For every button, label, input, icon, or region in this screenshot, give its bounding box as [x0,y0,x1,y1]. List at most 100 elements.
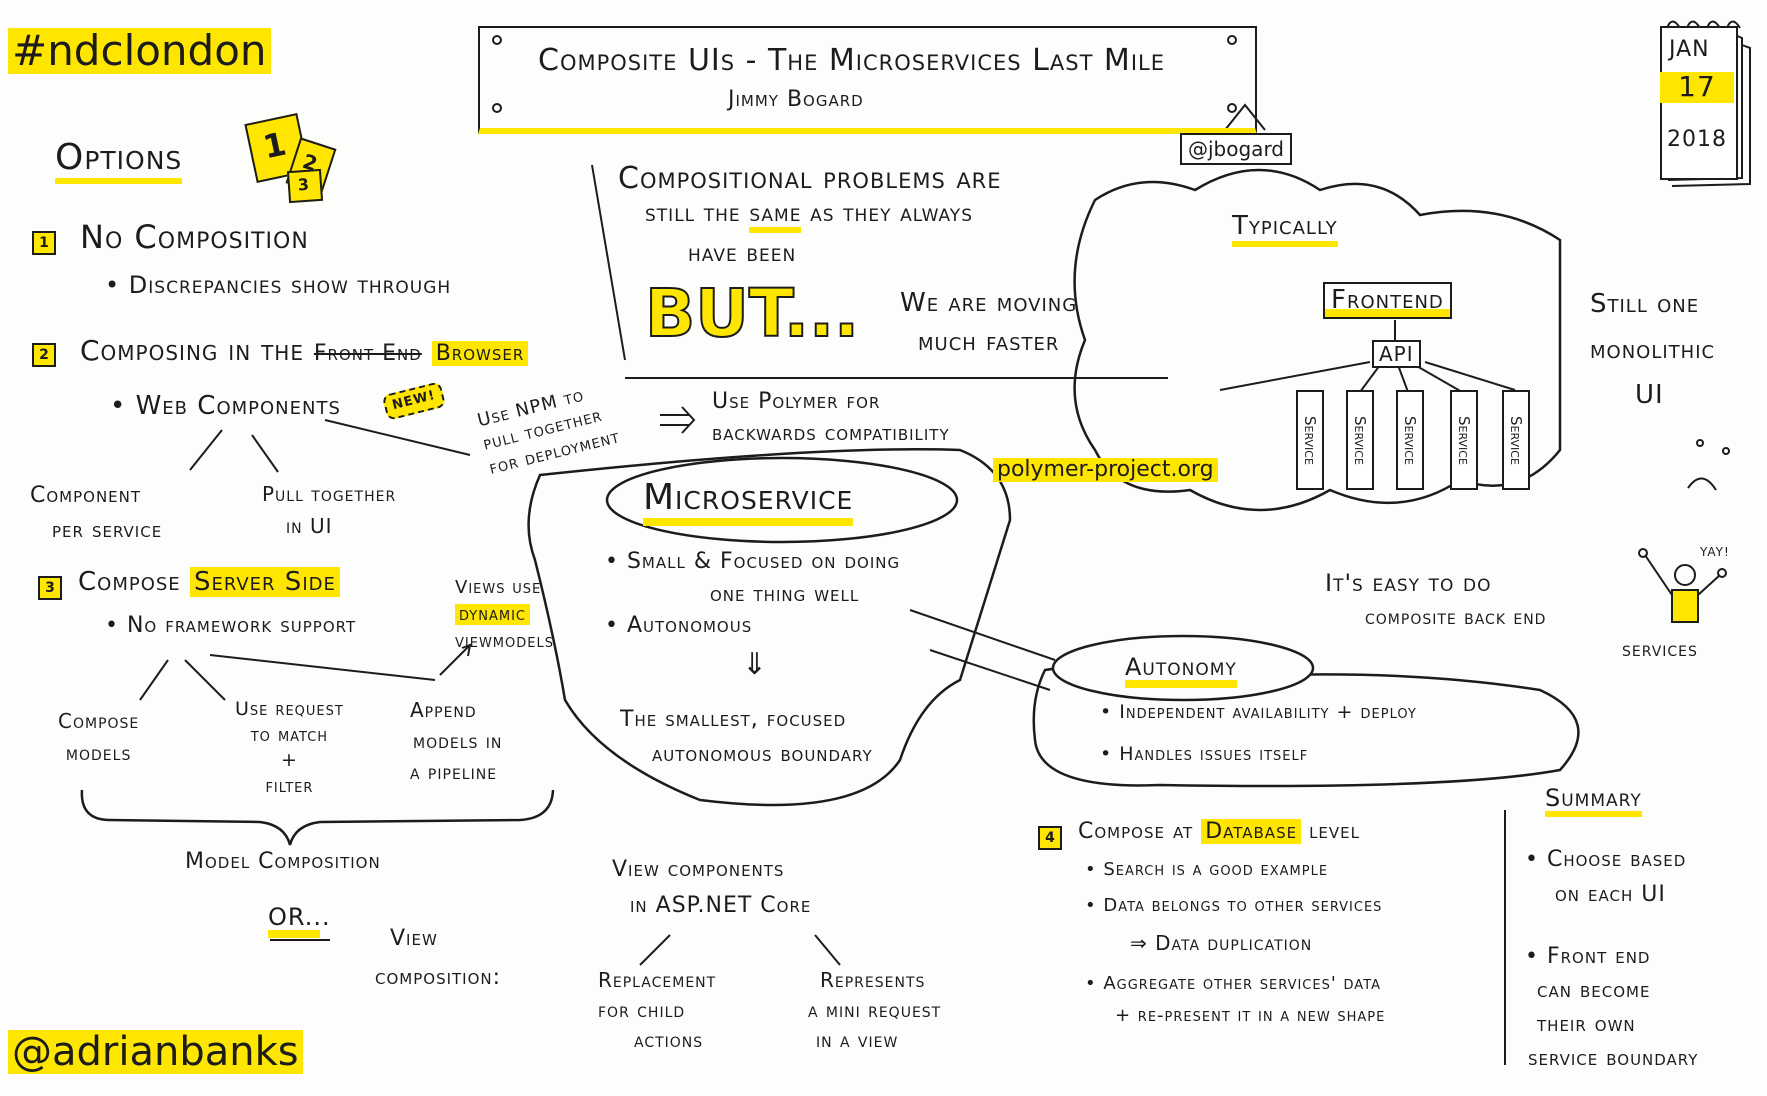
microservice-bullet-1-line-2: one thing well [710,582,860,607]
option-2-bullet: • Web Components [110,391,341,421]
monolith-line-3: UI [1635,380,1664,410]
polymer-line-1: Use Polymer for [712,389,881,414]
api-box: API [1372,340,1421,368]
summary-bullet-1-line-2: on each UI [1555,882,1666,908]
microservice-heading-oval [605,456,959,544]
compose-models-line-1: Compose [58,709,140,733]
monolith-note: Still one monolithic UI [1590,282,1715,419]
options-heading: Options [55,138,183,184]
branch-use-request: Use request to match + filter [235,697,344,800]
vc-represents-line-2: a mini request [808,998,942,1022]
summary-bullet-1-line-1: • Choose based [1525,847,1687,872]
polymer-link[interactable]: polymer-project.org [993,457,1218,483]
branch-append-models: Append models in a pipeline [410,695,502,788]
moving-faster: We are moving much faster [900,284,1077,362]
typically-heading: Typically [1232,212,1338,247]
vc-replacement-line-3: actions [634,1028,704,1052]
calendar-year: 2018 [1667,127,1727,152]
microservice-heading: Microservice [643,478,854,526]
summary-bullet-2-line-2: can become [1537,978,1651,1004]
option-1-bullet: • Discrepancies show through [105,271,452,299]
compose-models-line-2: models [65,741,132,765]
option-2-title-b: Browser [431,341,529,366]
vc-replacement-line-2: for child [598,998,686,1022]
append-models-line-1: Append [410,698,477,722]
option-1-number: 1 [32,231,56,255]
problems-line-2: still the same as they always [645,199,973,233]
option-4-title-b: level [1309,819,1361,844]
views-note-line-2: dynamic [455,604,530,625]
view-composition-line-1: View [390,926,438,951]
views-note-line-3: viewmodels [455,631,554,652]
summary-bullet-2-line-3: their own [1537,1012,1636,1038]
summary-bullet-2: • Front end can become their own service… [1525,940,1698,1076]
service-box-3: Service [1396,390,1424,490]
service-box-4: Service [1450,390,1478,490]
view-composition-line-2: composition: [375,964,502,990]
artist-credit: @adrianbanks [8,1030,303,1074]
calendar-month: JAN [1669,37,1710,62]
moving-line-1: We are moving [900,288,1078,318]
option-4-bullet-3-sub: + re-present it in a new shape [1115,1005,1386,1026]
component-per-service-line-2: per service [52,518,163,544]
option-3-title-a: Compose [78,567,181,597]
summary-bullet-2-line-1: • Front end [1525,944,1651,969]
speaker-handle: @jbogard [1180,133,1293,165]
pull-together-line-2: in UI [286,514,333,538]
microservice-bullet-1-line-1: • Small & Focused on doing [605,549,901,574]
vc-represents-line-3: in a view [816,1028,899,1052]
option-4-bullet-2-sub: ⇒ Data duplication [1130,931,1313,955]
view-composition: View composition: [375,920,501,997]
option-4-number: 4 [1038,826,1062,850]
option-2-title: Composing in the Front End Browser [80,335,529,367]
calendar-day: 17 [1660,71,1734,103]
option-4-title-hl: Database [1201,819,1302,844]
problems-line-2-hl: same [749,199,802,233]
polymer-line-2: backwards compatibility [712,420,950,446]
use-request-line-4: filter [265,774,314,797]
microservice-result-line-2: autonomous boundary [652,742,873,768]
vc-replacement-line-1: Replacement [598,968,717,992]
component-per-service-line-1: Component [30,483,142,508]
option-card-number: 1 [259,124,291,167]
easy-line-2: composite back end [1365,605,1547,630]
option-card-number-3: 3 [297,174,311,195]
use-request-line-3: + [280,749,298,772]
use-request-line-1: Use request [235,698,344,720]
microservice-result: The smallest, focused autonomous boundar… [620,702,873,772]
calendar [1660,26,1738,180]
option-4-bullet-3: • Aggregate other services' data [1085,973,1382,994]
service-box-5: Service [1502,390,1530,490]
use-request-line-2: to match [250,723,329,746]
option-3-bullet: • No framework support [105,613,357,638]
append-models-line-3: a pipeline [410,760,498,784]
microservice-bullet-1: • Small & Focused on doing one thing wel… [605,545,900,611]
summary-bullet-2-line-4: service boundary [1528,1046,1699,1072]
problems-line-3: have been [688,239,797,267]
problems-line-2-a: still the [645,199,741,227]
model-composition: Model Composition [185,849,381,874]
views-note-line-1: Views use [455,577,542,598]
pull-together-in-ui: Pull together in UI [262,478,396,542]
speaker-name: Jimmy Bogard [728,87,864,112]
title-box [478,26,1257,134]
pull-together-line-1: Pull together [262,482,397,506]
view-components-line-2: in ASP.NET Core [630,893,812,919]
option-3-title-b: Server Side [189,567,340,597]
append-models-line-2: models in [413,729,503,753]
vc-represents: Represents a mini request in a view [808,965,941,1055]
option-4-bullet-1: • Search is a good example [1085,859,1329,880]
polymer-note: Use Polymer for backwards compatibility [712,386,950,450]
or-label: OR... [268,903,331,931]
microservice-bubble [527,448,1012,807]
but-label: BUT... [644,275,860,352]
autonomy-bullet-1: • Independent availability + deploy [1100,701,1417,723]
option-3-number: 3 [38,576,62,600]
vc-represents-line-1: Represents [820,968,926,992]
option-1-title: No Composition [80,218,309,256]
autonomy-heading-oval [1051,634,1315,702]
option-4-bullet-2: • Data belongs to other services [1085,895,1383,916]
hashtag: #ndclondon [8,27,271,75]
microservice-bullet-2: • Autonomous [605,613,753,638]
or-underline [268,930,320,938]
